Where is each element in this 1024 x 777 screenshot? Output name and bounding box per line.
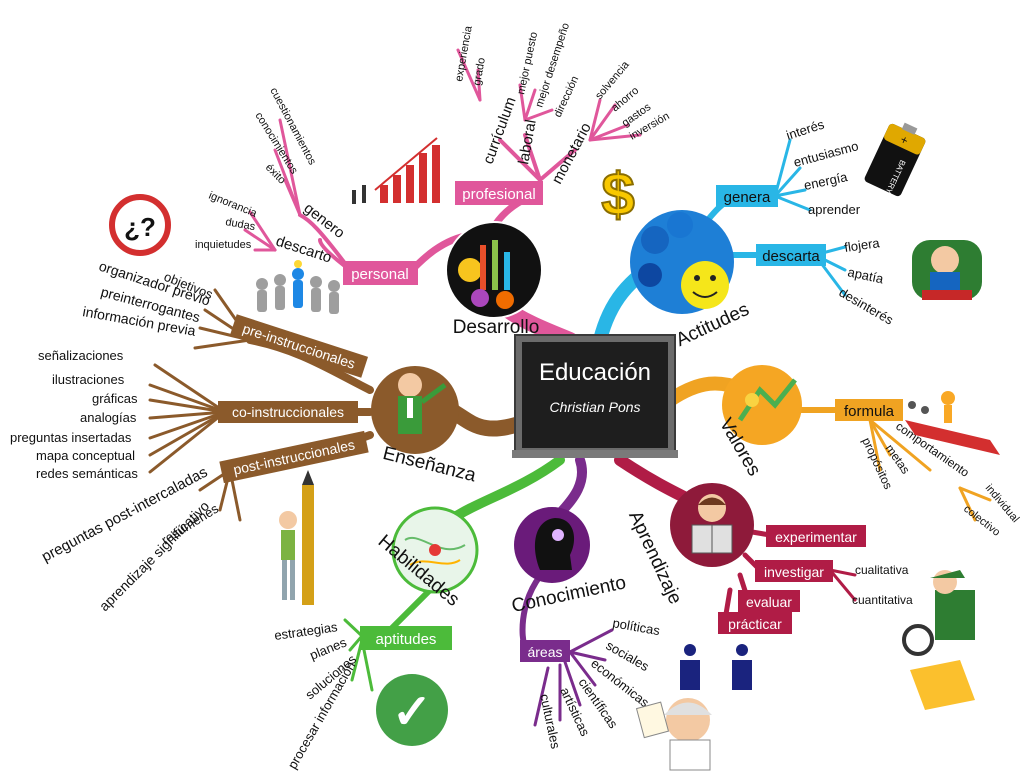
leaf-cuestionamientos: cuestionamientos — [267, 86, 318, 168]
leaf-mejor-puesto: mejor puesto — [515, 31, 540, 96]
aprendizaje-labels: experimentar investigar evaluar práctica… — [624, 483, 913, 634]
leaf-senalizaciones: señalizaciones — [38, 348, 124, 363]
node-pre-instruccionales — [229, 314, 369, 378]
check-mark-icon: ✓ — [376, 674, 448, 746]
leaf-interes: interés — [784, 116, 826, 142]
node-co-instruccionales — [218, 401, 358, 423]
leaf-direccion: dirección — [552, 74, 581, 119]
chalkboard-ledge — [512, 450, 678, 458]
leaf-dudas: dudas — [224, 216, 256, 233]
podium-debate-icon — [680, 644, 752, 690]
student-pencil-icon — [279, 470, 314, 605]
node-desarrollo-title: Desarrollo — [453, 317, 540, 338]
node-experimentar — [766, 525, 866, 547]
node-genera-label: genera — [724, 189, 771, 206]
detective-icon — [902, 570, 975, 710]
leaf-aprender: aprender — [808, 202, 861, 217]
svg-text:¿?: ¿? — [124, 212, 156, 242]
node-descarta — [756, 244, 826, 266]
node-formula-label: formula — [844, 403, 895, 420]
leaf-graficas: gráficas — [92, 391, 138, 406]
node-areas-label: áreas — [527, 644, 562, 660]
leaf-preguntas-insertadas: preguntas insertadas — [10, 430, 132, 445]
aprendizaje-image — [691, 494, 733, 554]
leaf-mapa-conceptual: mapa conceptual — [36, 448, 135, 463]
valores-labels: formula propósitos metas comportamiento … — [715, 365, 1021, 539]
node-practicar-label: prácticar — [728, 616, 782, 632]
leaf-redes-semanticas: redes semánticas — [36, 466, 138, 481]
node-personal-label: personal — [351, 266, 409, 283]
node-experimentar-label: experimentar — [775, 529, 857, 545]
habilidades-image — [404, 537, 466, 566]
node-post-instruccionales — [219, 430, 369, 484]
node-evaluar — [738, 590, 800, 612]
question-mark-icon: ¿? — [109, 194, 171, 256]
leaf-cuantitativa: cuantitativa — [852, 593, 913, 607]
node-evaluar-label: evaluar — [746, 594, 792, 610]
leaf-ignorancia: ignorancia — [207, 190, 259, 220]
leaf-grado: grado — [471, 57, 488, 87]
center-signature: Christian Pons — [549, 399, 640, 415]
battery-icon: + BATTERY — [864, 122, 926, 197]
leaf-inquietudes: inquietudes — [195, 239, 252, 251]
people-group-icon — [256, 260, 340, 314]
leaf-energia: energía — [803, 169, 850, 193]
valores-branch — [797, 407, 992, 522]
node-descarta-label: descarta — [762, 248, 820, 265]
leaf-desinteres: desinterés — [837, 285, 897, 328]
leader-climb-icon — [905, 391, 1000, 455]
node-areas — [520, 640, 570, 662]
dollar-sign-icon: $ — [600, 160, 635, 229]
center-title: Educación — [539, 359, 651, 386]
branch-aprendizaje-line — [614, 454, 696, 506]
scientist-icon — [635, 698, 712, 771]
conocimiento-image — [535, 518, 575, 570]
node-pre-instruccionales-label: pre-instruccionales — [241, 320, 358, 372]
node-aptitudes-label: aptitudes — [376, 631, 437, 648]
leaf-politicas: políticas — [611, 615, 661, 638]
desarrollo-branch — [243, 48, 642, 274]
node-investigar — [755, 560, 833, 582]
leaf-apatia: apatía — [846, 264, 885, 286]
svg-text:✓: ✓ — [392, 686, 432, 739]
node-practicar — [718, 612, 792, 634]
node-formula — [835, 399, 903, 421]
desarrollo-image — [458, 240, 514, 309]
leaf-cualitativa: cualitativa — [855, 563, 909, 577]
node-profesional — [455, 181, 543, 205]
svg-text:$: $ — [601, 161, 634, 228]
chalkboard — [522, 342, 668, 448]
leaf-analogias: analogías — [80, 410, 137, 425]
tired-person-icon — [912, 240, 982, 300]
node-genera — [716, 185, 778, 207]
center-node: Educación Christian Pons — [512, 334, 678, 458]
growth-chart-icon — [352, 137, 440, 204]
node-personal — [343, 261, 418, 285]
node-laboral: laboral — [515, 118, 540, 165]
habilidades-labels: aptitudes estrategias planes soluciones … — [273, 506, 479, 772]
leaf-ilustraciones: ilustraciones — [52, 372, 125, 387]
actitudes-labels: genera descarta interés entusiasmo energ… — [630, 116, 896, 351]
valores-image — [737, 378, 797, 422]
leaf-flojera: flojera — [843, 235, 881, 255]
node-monetario: monetario — [549, 120, 595, 187]
leaf-colectivo: colectivo — [961, 503, 1002, 539]
node-profesional-label: profesional — [462, 186, 535, 203]
actitudes-image — [638, 212, 729, 309]
node-investigar-label: investigar — [764, 564, 824, 580]
leaf-entusiasmo: entusiasmo — [792, 138, 860, 170]
ensenanza-image — [398, 373, 447, 434]
node-co-instruccionales-label: co-instruccionales — [232, 404, 344, 420]
node-aptitudes — [360, 626, 452, 650]
leaf-experiencia: experiencia — [453, 24, 475, 82]
branch-habilidades-line — [445, 455, 565, 525]
valores-circle — [722, 365, 802, 445]
